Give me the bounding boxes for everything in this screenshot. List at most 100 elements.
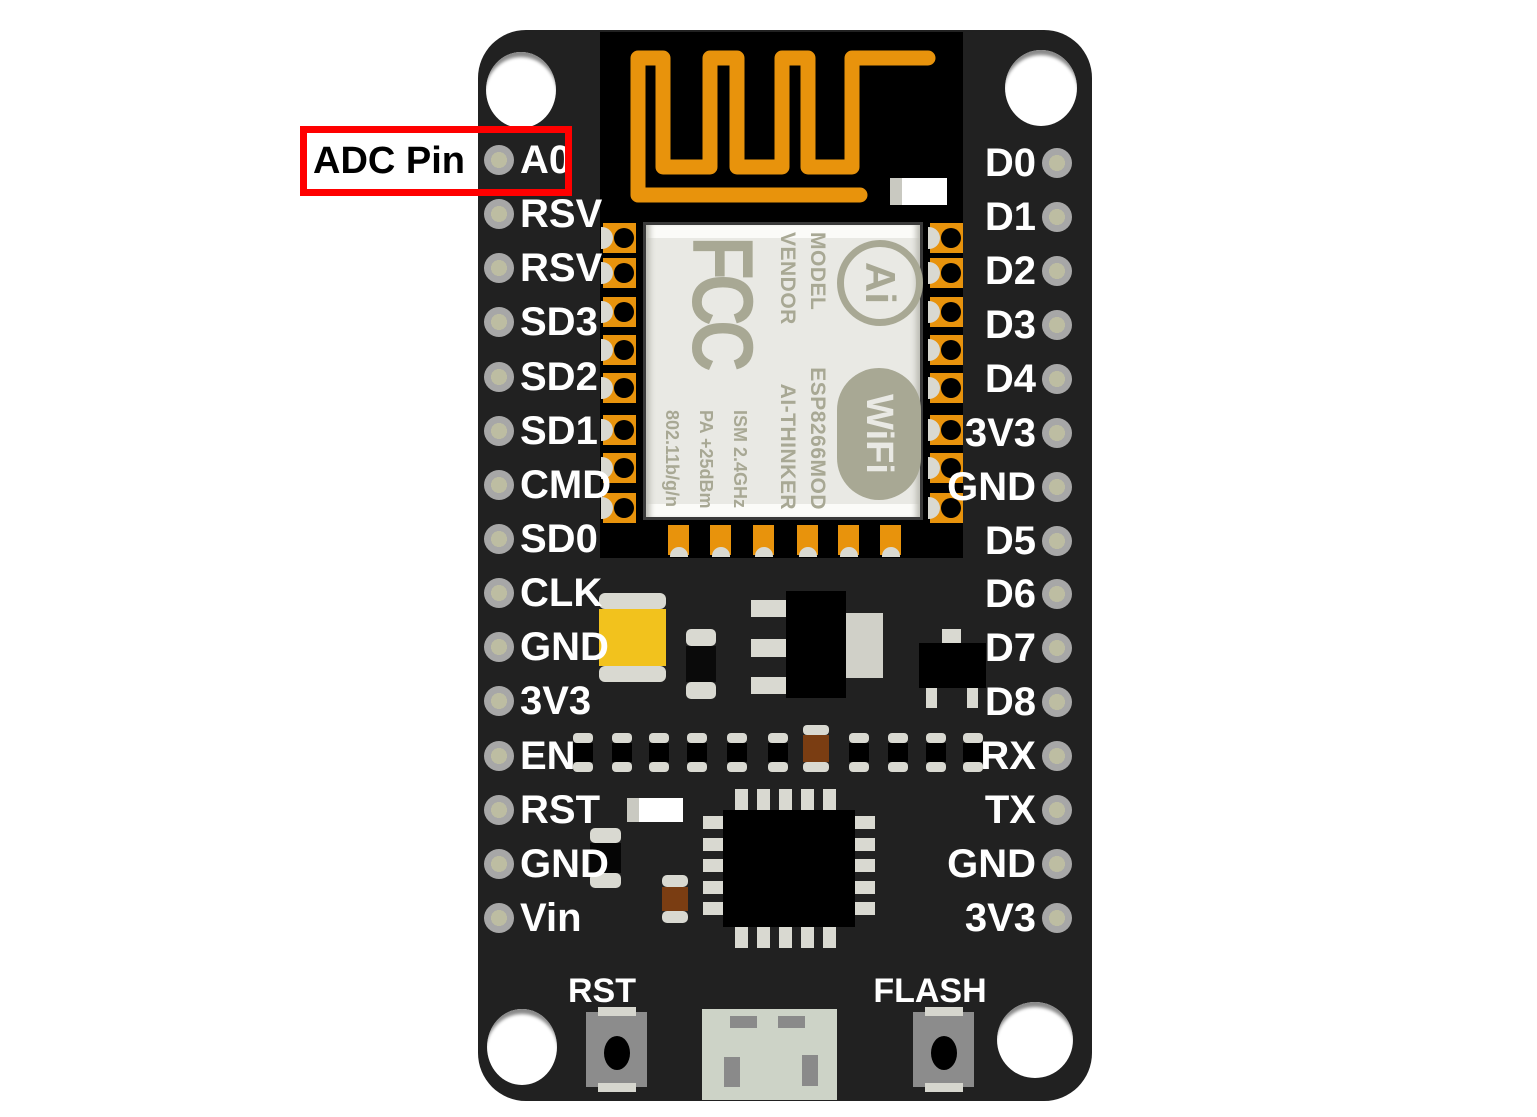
pin-label: D5 [984, 519, 1036, 563]
transistor [919, 643, 986, 688]
smd-component [649, 733, 669, 772]
pin-hole [1042, 687, 1072, 717]
pin-row-left-2-rsv: RSV [484, 246, 602, 290]
smd-component [687, 733, 707, 772]
pin-label: EN [520, 734, 576, 778]
chip-leg [703, 816, 723, 829]
mounting-hole-bottom-left [487, 1009, 557, 1085]
pin-label: GND [520, 842, 609, 886]
pin-hole [484, 632, 514, 662]
pin-row-left-10-3v3: 3V3 [484, 679, 591, 723]
pin-label: D6 [984, 572, 1036, 616]
regulator-tab [846, 613, 883, 678]
module-pad [838, 525, 859, 557]
module-pad [928, 453, 963, 483]
flash-button-label: FLASH [873, 972, 987, 1010]
module-pad [928, 223, 963, 253]
chip-leg [703, 859, 723, 872]
chip-leg [855, 816, 875, 829]
pin-row-right-6-gnd: GND [947, 465, 1072, 509]
chip-leg [703, 902, 723, 915]
chip-leg [735, 789, 748, 810]
button-plunger [603, 1035, 630, 1070]
wifi-logo-icon: WiFi [837, 368, 921, 500]
pin-hole [484, 795, 514, 825]
pin-label: SD3 [520, 300, 598, 344]
pin-row-left-4-sd2: SD2 [484, 355, 598, 399]
pin-label: SD2 [520, 355, 598, 399]
module-pad [797, 525, 818, 557]
pin-hole [484, 578, 514, 608]
smd-component [727, 733, 747, 772]
chip-leg [703, 838, 723, 851]
pin-row-right-11-rx: RX [980, 734, 1072, 778]
pin-row-left-14-vin: Vin [484, 896, 582, 940]
pin-label: SD0 [520, 517, 598, 561]
pin-label: SD1 [520, 409, 598, 453]
module-pad [601, 258, 636, 288]
smd-component [888, 733, 908, 772]
voltage-regulator [786, 591, 846, 698]
pin-hole [484, 903, 514, 933]
transistor-leg [926, 688, 937, 708]
pin-row-right-2-d2: D2 [985, 249, 1072, 293]
pin-label: TX [984, 788, 1036, 832]
pin-hole [1042, 741, 1072, 771]
mounting-hole-top-right [1005, 50, 1077, 126]
chip-leg [823, 789, 836, 810]
module-pad [928, 493, 963, 523]
vendor-value: AI-THINKER [776, 383, 799, 510]
module-pad [668, 525, 689, 557]
tantalum-capacitor [599, 593, 666, 682]
regulator-leg [751, 639, 786, 657]
chip-leg [757, 927, 770, 948]
pin-label: D0 [984, 141, 1036, 185]
chip-leg [855, 881, 875, 894]
chip-leg [801, 789, 814, 810]
pcb-antenna-icon [630, 50, 936, 203]
chip-leg [703, 881, 723, 894]
pin-label: 3V3 [964, 896, 1036, 940]
module-pad [928, 335, 963, 365]
smd-component [890, 178, 947, 205]
smd-component [768, 733, 788, 772]
pin-hole [1042, 364, 1072, 394]
module-pad [601, 335, 636, 365]
pin-hole [1042, 256, 1072, 286]
chip-leg [735, 927, 748, 948]
pin-label: D2 [984, 249, 1036, 293]
pin-row-left-13-gnd: GND [484, 842, 609, 886]
pin-hole [484, 362, 514, 392]
pin-label: GND [947, 842, 1036, 886]
regulator-leg [751, 677, 786, 694]
pin-label: CLK [520, 571, 603, 615]
module-pad [880, 525, 901, 557]
pin-row-right-4-d4: D4 [985, 357, 1072, 401]
pin-hole [1042, 526, 1072, 556]
chip-leg [855, 859, 875, 872]
pin-hole [484, 470, 514, 500]
module-pad [928, 415, 963, 445]
chip-leg [801, 927, 814, 948]
pin-label: GND [520, 625, 609, 669]
model-value: ESP8266MOD [806, 367, 829, 510]
pin-label: GND [947, 465, 1036, 509]
pin-row-right-10-d8: D8 [985, 680, 1072, 724]
pin-row-right-1-d1: D1 [985, 195, 1072, 239]
ai-thinker-logo-icon: Ai [837, 240, 923, 326]
pin-row-right-7-d5: D5 [985, 519, 1072, 563]
usb-uart-chip [723, 810, 855, 927]
pin-label: D3 [984, 303, 1036, 347]
flash-button [913, 1007, 974, 1092]
pin-row-left-5-sd1: SD1 [484, 409, 598, 453]
module-pad [928, 297, 963, 327]
vendor-label: VENDOR [776, 232, 799, 325]
module-pad [601, 493, 636, 523]
pin-row-left-3-sd3: SD3 [484, 300, 598, 344]
smd-component [573, 733, 593, 772]
pin-row-right-3-d3: D3 [985, 303, 1072, 347]
pin-label: Vin [520, 896, 582, 940]
smd-resistor [686, 629, 716, 699]
pin-label: RX [980, 734, 1036, 778]
